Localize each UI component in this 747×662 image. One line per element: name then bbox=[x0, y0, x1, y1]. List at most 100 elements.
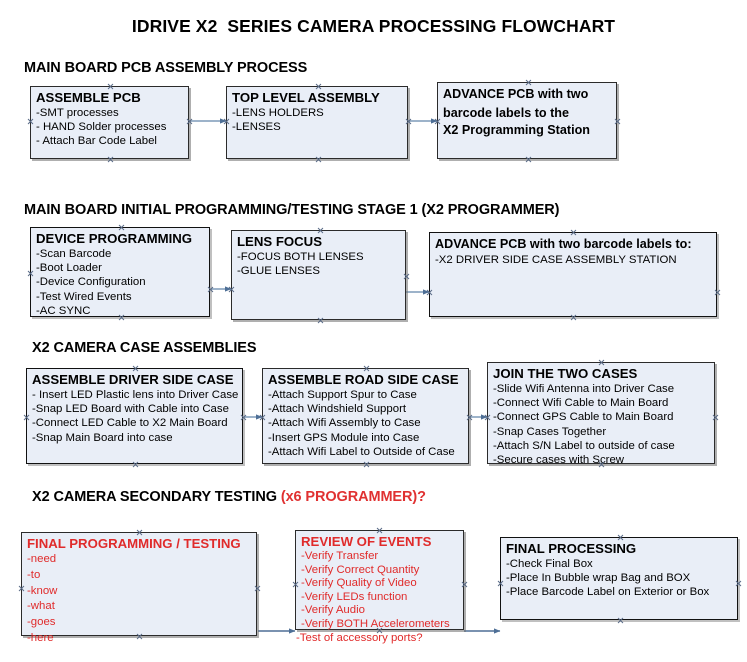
node-title: FINAL PROCESSING bbox=[506, 541, 637, 556]
node-line: -Verify Correct Quantity bbox=[301, 563, 420, 576]
connection-handle-right[interactable] bbox=[712, 414, 719, 421]
node-line: -Place Barcode Label on Exterior or Box bbox=[506, 586, 710, 599]
node-line: -LENSES bbox=[232, 121, 281, 134]
connection-handle-bottom[interactable] bbox=[118, 314, 125, 321]
node-line: -Boot Loader bbox=[36, 262, 102, 275]
connection-handle-left[interactable] bbox=[223, 118, 230, 125]
connection-handle-top[interactable] bbox=[617, 534, 624, 541]
node-line: -Verify Audio bbox=[301, 604, 365, 617]
connection-handle-left[interactable] bbox=[27, 118, 34, 125]
node-advance-pcb-driver-side-case[interactable]: ADVANCE PCB with two barcode labels to: … bbox=[429, 232, 717, 317]
connection-handle-top[interactable] bbox=[570, 229, 577, 236]
connection-handle-bottom[interactable] bbox=[598, 461, 605, 468]
node-line: -Connect GPS Cable to Main Board bbox=[493, 411, 674, 424]
node-device-programming[interactable]: DEVICE PROGRAMMING -Scan Barcode -Boot L… bbox=[30, 227, 210, 317]
node-line: -Check Final Box bbox=[506, 558, 593, 570]
connection-handle-top[interactable] bbox=[107, 83, 114, 90]
connection-handle-top[interactable] bbox=[118, 224, 125, 231]
section-heading-text: MAIN BOARD INITIAL PROGRAMMING/TESTING S… bbox=[24, 202, 560, 218]
connection-handle-bottom[interactable] bbox=[363, 461, 370, 468]
connection-handle-top[interactable] bbox=[598, 359, 605, 366]
node-line: -Verify BOTH Accelerometers bbox=[301, 617, 450, 630]
node-assemble-road-side-case[interactable]: ASSEMBLE ROAD SIDE CASE -Attach Support … bbox=[262, 368, 469, 464]
node-final-programming-testing[interactable]: FINAL PROGRAMMING / TESTING -need -to -k… bbox=[18, 529, 257, 644]
connection-handle-right[interactable] bbox=[240, 414, 247, 421]
node-title: JOIN THE TWO CASES bbox=[493, 366, 638, 381]
node-line: -Attach Support Spur to Case bbox=[268, 389, 417, 401]
connection-handle-bottom[interactable] bbox=[617, 617, 624, 624]
connection-handle-right[interactable] bbox=[405, 118, 412, 125]
node-lens-focus[interactable]: LENS FOCUS -FOCUS BOTH LENSES -GLUE LENS… bbox=[231, 230, 406, 320]
section-heading-main-board-initial-programming: MAIN BOARD INITIAL PROGRAMMING/TESTING S… bbox=[24, 202, 560, 218]
node-line: - Attach Bar Code Label bbox=[36, 135, 157, 148]
connection-handle-bottom[interactable] bbox=[570, 314, 577, 321]
node-title: LENS FOCUS bbox=[237, 234, 322, 249]
node-line: -SMT processes bbox=[36, 107, 119, 119]
section-heading-x2-camera-secondary-testing: X2 CAMERA SECONDARY TESTING (x6 PROGRAMM… bbox=[32, 489, 426, 505]
node-line: -Slide Wifi Antenna into Driver Case bbox=[493, 383, 675, 395]
node-advance-pcb-programming-station[interactable]: ADVANCE PCB with two barcode labels to t… bbox=[437, 82, 617, 159]
section-heading-x2-camera-case-assemblies: X2 CAMERA CASE ASSEMBLIES bbox=[32, 340, 257, 356]
node-final-processing[interactable]: FINAL PROCESSING -Check Final Box -Place… bbox=[500, 537, 738, 620]
connection-handle-left[interactable] bbox=[18, 585, 25, 592]
connection-handle-left[interactable] bbox=[228, 286, 235, 293]
connection-handle-right[interactable] bbox=[735, 580, 742, 587]
node-title: FINAL PROGRAMMING / TESTING bbox=[27, 536, 241, 551]
node-line: -FOCUS BOTH LENSES bbox=[237, 251, 364, 263]
page-title: IDRIVE X2 SERIES CAMERA PROCESSING FLOWC… bbox=[131, 16, 616, 36]
node-line: barcode labels to the bbox=[443, 105, 569, 120]
connection-handle-bottom[interactable] bbox=[132, 461, 139, 468]
connection-handle-right[interactable] bbox=[254, 585, 261, 592]
connection-handle-bottom[interactable] bbox=[107, 156, 114, 163]
connection-handle-top[interactable] bbox=[363, 365, 370, 372]
connection-handle-left[interactable] bbox=[292, 581, 299, 588]
connection-handle-right[interactable] bbox=[207, 286, 214, 293]
connection-handle-left[interactable] bbox=[259, 414, 266, 421]
node-line: - Insert LED Plastic lens into Driver Ca… bbox=[32, 389, 239, 401]
connection-handle-bottom[interactable] bbox=[315, 156, 322, 163]
connection-handle-right[interactable] bbox=[466, 414, 473, 421]
section-heading-accent: (x6 PROGRAMMER)? bbox=[280, 489, 426, 505]
node-title: ASSEMBLE DRIVER SIDE CASE bbox=[32, 372, 234, 387]
connection-handle-left[interactable] bbox=[434, 118, 441, 125]
connection-handle-top[interactable] bbox=[317, 227, 324, 234]
node-line: -need bbox=[27, 553, 57, 565]
connection-handle-right[interactable] bbox=[714, 289, 721, 296]
section-heading-main-board-pcb-assembly: MAIN BOARD PCB ASSEMBLY PROCESS bbox=[24, 60, 307, 76]
connection-handle-bottom[interactable] bbox=[525, 156, 532, 163]
connection-handle-right[interactable] bbox=[186, 118, 193, 125]
connection-handle-right[interactable] bbox=[403, 273, 410, 280]
node-title: ADVANCE PCB with two barcode labels to: bbox=[435, 237, 692, 251]
node-line: -Place In Bubble wrap Bag and BOX bbox=[506, 572, 691, 585]
connection-handle-top[interactable] bbox=[315, 83, 322, 90]
node-assemble-pcb[interactable]: ASSEMBLE PCB -SMT processes - HAND Solde… bbox=[30, 86, 189, 159]
node-review-of-events[interactable]: REVIEW OF EVENTS -Verify Transfer -Verif… bbox=[292, 527, 464, 644]
connection-handle-top[interactable] bbox=[376, 527, 383, 534]
node-title: ADVANCE PCB with two bbox=[443, 87, 589, 101]
node-line: -X2 DRIVER SIDE CASE ASSEMBLY STATION bbox=[435, 254, 677, 266]
connection-handle-left[interactable] bbox=[484, 414, 491, 421]
connection-handle-bottom[interactable] bbox=[376, 627, 383, 634]
connection-handle-top[interactable] bbox=[525, 79, 532, 86]
node-line: -Snap Main Board into case bbox=[32, 431, 173, 444]
connection-handle-right[interactable] bbox=[614, 118, 621, 125]
connection-handle-bottom[interactable] bbox=[317, 317, 324, 324]
node-line: -Test Wired Events bbox=[36, 290, 132, 303]
connection-handle-left[interactable] bbox=[27, 270, 34, 277]
node-join-the-two-cases[interactable]: JOIN THE TWO CASES -Slide Wifi Antenna i… bbox=[484, 359, 715, 466]
connection-handle-right[interactable] bbox=[461, 581, 468, 588]
connection-handle-top[interactable] bbox=[136, 529, 143, 536]
connection-handle-top[interactable] bbox=[132, 365, 139, 372]
connection-handle-left[interactable] bbox=[426, 289, 433, 296]
connection-handle-left[interactable] bbox=[23, 414, 30, 421]
connection-handle-bottom[interactable] bbox=[136, 633, 143, 640]
node-line: X2 Programming Station bbox=[443, 123, 590, 137]
section-heading-text: X2 CAMERA CASE ASSEMBLIES bbox=[32, 340, 257, 356]
connection-handle-left[interactable] bbox=[497, 580, 504, 587]
node-line: -Verify Transfer bbox=[301, 550, 379, 562]
node-line: -Snap LED Board with Cable into Case bbox=[32, 403, 229, 416]
node-top-level-assembly[interactable]: TOP LEVEL ASSEMBLY -LENS HOLDERS -LENSES bbox=[226, 86, 408, 159]
node-line: -AC SYNC bbox=[36, 304, 91, 317]
node-assemble-driver-side-case[interactable]: ASSEMBLE DRIVER SIDE CASE - Insert LED P… bbox=[26, 368, 243, 464]
